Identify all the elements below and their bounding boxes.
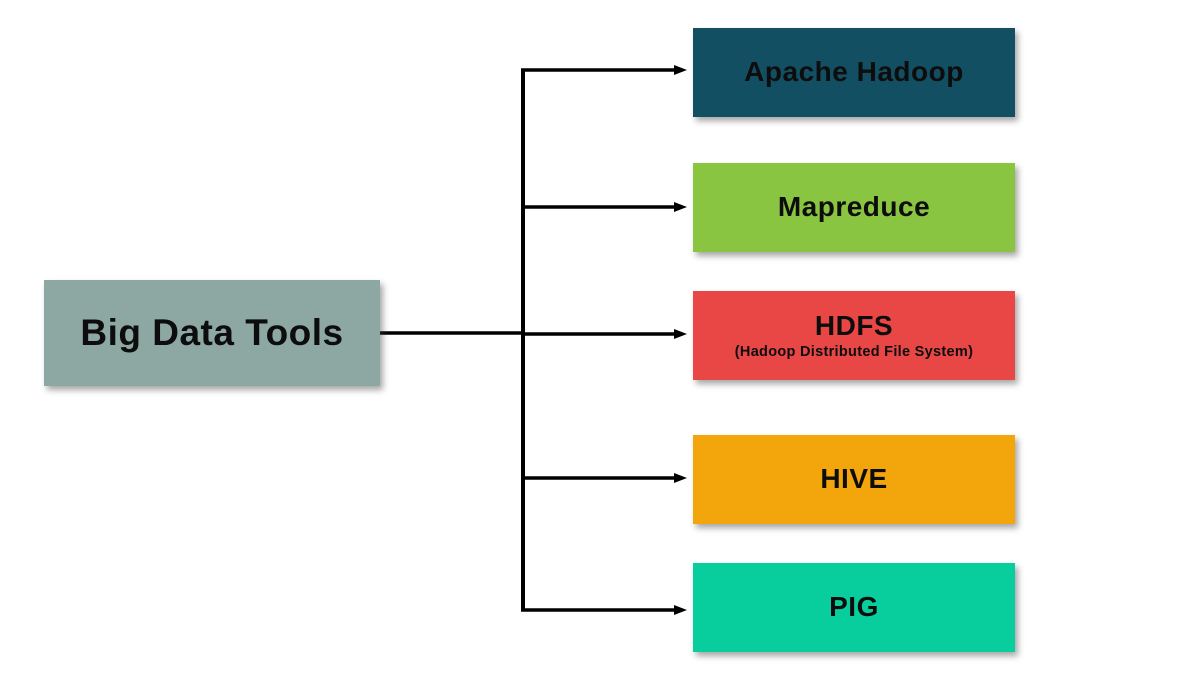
node-mapreduce: Mapreduce <box>693 163 1015 252</box>
node-pig: PIG <box>693 563 1015 652</box>
node-hdfs-label: HDFS <box>814 310 894 342</box>
node-hive: HIVE <box>693 435 1015 524</box>
node-hive-label: HIVE <box>820 463 888 495</box>
node-hdfs-sublabel: (Hadoop Distributed File System) <box>734 343 974 360</box>
node-apache-hadoop: Apache Hadoop <box>693 28 1015 117</box>
node-mapreduce-label: Mapreduce <box>777 191 931 223</box>
node-big-data-tools: Big Data Tools <box>44 280 380 386</box>
node-big-data-tools-label: Big Data Tools <box>80 312 344 353</box>
node-hdfs: HDFS (Hadoop Distributed File System) <box>693 291 1015 380</box>
node-apache-hadoop-label: Apache Hadoop <box>744 56 964 88</box>
node-pig-label: PIG <box>829 591 879 623</box>
